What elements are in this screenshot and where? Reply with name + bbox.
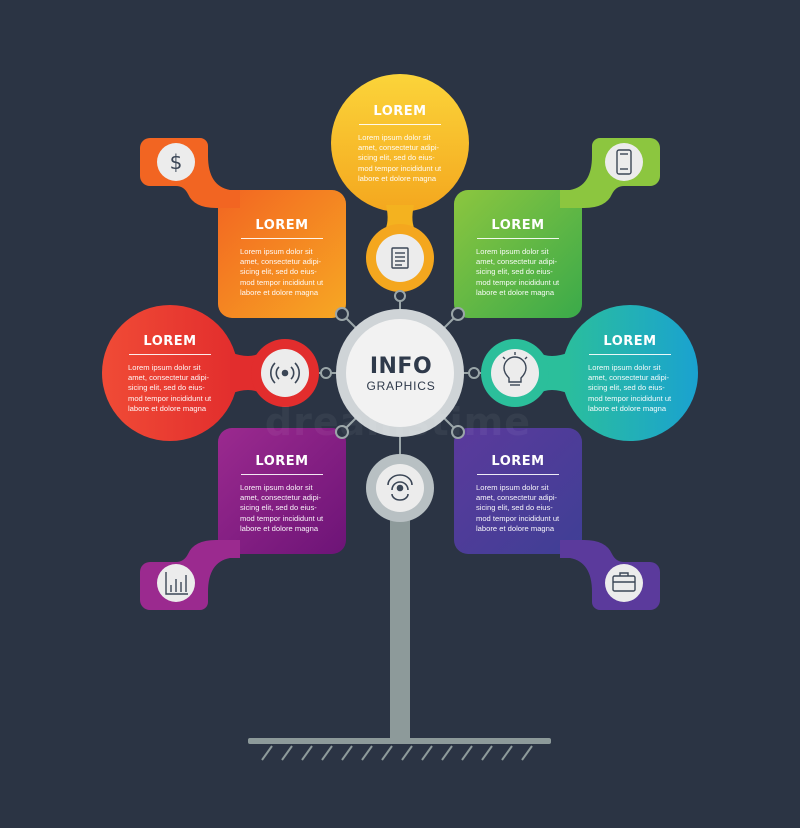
document-icon bbox=[391, 247, 409, 269]
branch-lower-left-shape bbox=[140, 428, 346, 610]
dollar-icon: $ bbox=[170, 150, 183, 174]
briefcase-icon bbox=[612, 572, 636, 592]
lightbulb-icon bbox=[502, 352, 528, 386]
branch-top: LOREM Lorem ipsum dolor sit amet, consec… bbox=[354, 104, 446, 184]
box-body: Lorem ipsum dolor sit amet, consectetur … bbox=[128, 363, 212, 413]
branch-lower-left: LOREM Lorem ipsum dolor sit amet, consec… bbox=[230, 454, 334, 534]
svg-text:$: $ bbox=[170, 150, 183, 174]
box-body: Lorem ipsum dolor sit amet, consectetur … bbox=[240, 247, 324, 297]
box-body: Lorem ipsum dolor sit amet, consectetur … bbox=[476, 247, 560, 297]
branch-upper-right-shape bbox=[454, 138, 660, 318]
branch-upper-left: LOREM Lorem ipsum dolor sit amet, consec… bbox=[230, 218, 334, 298]
box-body: Lorem ipsum dolor sit amet, consectetur … bbox=[588, 363, 672, 413]
branch-middle-left: LOREM Lorem ipsum dolor sit amet, consec… bbox=[118, 334, 222, 414]
box-title: LOREM bbox=[477, 454, 559, 475]
watermark: dreamstime bbox=[264, 400, 532, 444]
branch-upper-left-shape bbox=[140, 138, 346, 318]
trunk-node bbox=[366, 437, 434, 522]
tree-trunk bbox=[390, 500, 410, 740]
box-title: LOREM bbox=[129, 334, 211, 355]
box-body: Lorem ipsum dolor sit amet, consectetur … bbox=[240, 483, 324, 533]
box-body: Lorem ipsum dolor sit amet, consectetur … bbox=[358, 133, 442, 183]
branch-lower-right-shape bbox=[454, 428, 660, 610]
box-title: LOREM bbox=[359, 104, 441, 125]
branch-middle-right-shape bbox=[481, 305, 698, 441]
branch-upper-right: LOREM Lorem ipsum dolor sit amet, consec… bbox=[466, 218, 570, 298]
smartphone-icon bbox=[616, 149, 632, 175]
wireless-signal-icon bbox=[270, 362, 300, 384]
box-title: LOREM bbox=[589, 334, 671, 355]
center-node bbox=[336, 309, 464, 437]
box-title: LOREM bbox=[241, 454, 323, 475]
box-title: LOREM bbox=[241, 218, 323, 239]
branch-middle-right: LOREM Lorem ipsum dolor sit amet, consec… bbox=[578, 334, 682, 414]
ground bbox=[248, 738, 551, 761]
box-body: Lorem ipsum dolor sit amet, consectetur … bbox=[476, 483, 560, 533]
branch-lower-right: LOREM Lorem ipsum dolor sit amet, consec… bbox=[466, 454, 570, 534]
bar-chart-icon bbox=[165, 572, 188, 595]
box-title: LOREM bbox=[477, 218, 559, 239]
branch-top-shape bbox=[331, 74, 469, 292]
center-connectors bbox=[319, 290, 481, 439]
target-signal-icon bbox=[387, 474, 413, 501]
